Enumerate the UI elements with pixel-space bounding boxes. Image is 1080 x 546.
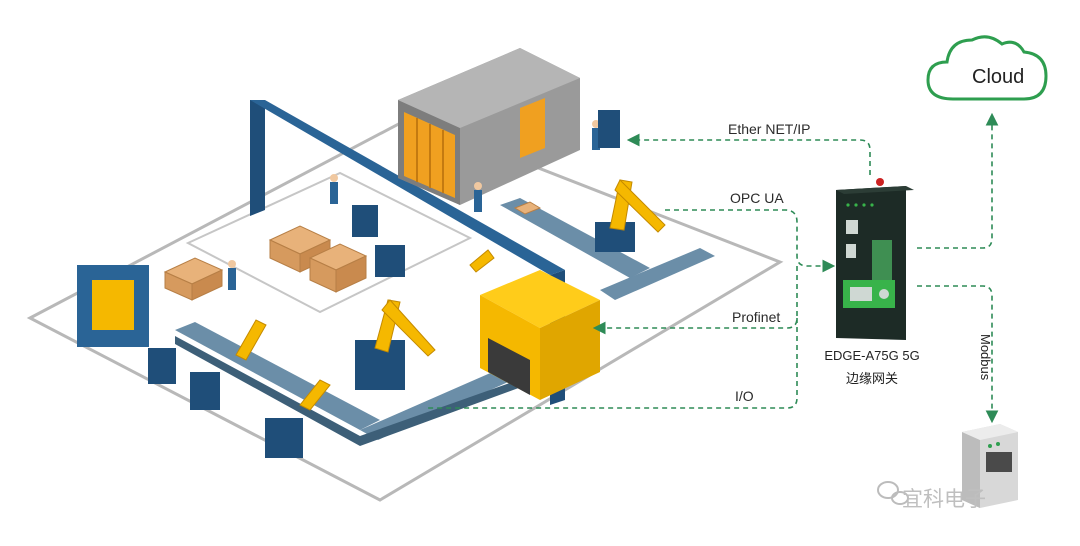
network-links [428, 112, 999, 424]
cloud-icon [926, 35, 1048, 101]
watermark-text: 宜科电子 [902, 487, 986, 511]
paint-booth [398, 48, 580, 205]
pallets [163, 201, 542, 301]
ethernet-ip-label: Ether NET/IP [728, 121, 811, 137]
gateway-subtitle: 边缘网关 [845, 371, 898, 386]
gateway-name: EDGE-A75G 5G [824, 348, 920, 363]
tunnel-machine [480, 270, 600, 400]
opc-ua-label: OPC UA [730, 190, 784, 206]
wechat-logo [877, 481, 909, 505]
control-panel [598, 110, 620, 148]
control-cabinet [962, 424, 1018, 508]
profinet-label: Profinet [732, 309, 781, 325]
machine-boxes [77, 205, 405, 458]
io-label: I/O [735, 388, 754, 404]
robot-arms [235, 179, 666, 411]
edge-gateway-device [836, 178, 914, 340]
modbus-label: Modbus [978, 334, 993, 381]
conveyors [175, 198, 715, 446]
cloud-label: Cloud [972, 66, 1025, 88]
